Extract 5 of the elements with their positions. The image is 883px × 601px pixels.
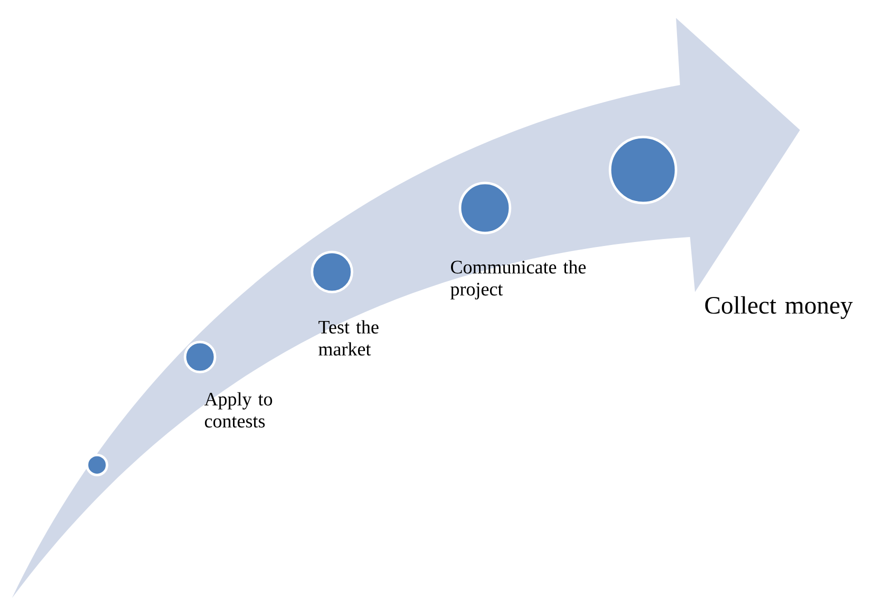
step-circle: [86, 454, 108, 476]
step-label: Apply to contests: [204, 392, 272, 428]
step-label: Communicate the project: [450, 260, 586, 300]
step-label: Test the market: [318, 320, 378, 356]
step-label: Collect money: [705, 296, 853, 319]
